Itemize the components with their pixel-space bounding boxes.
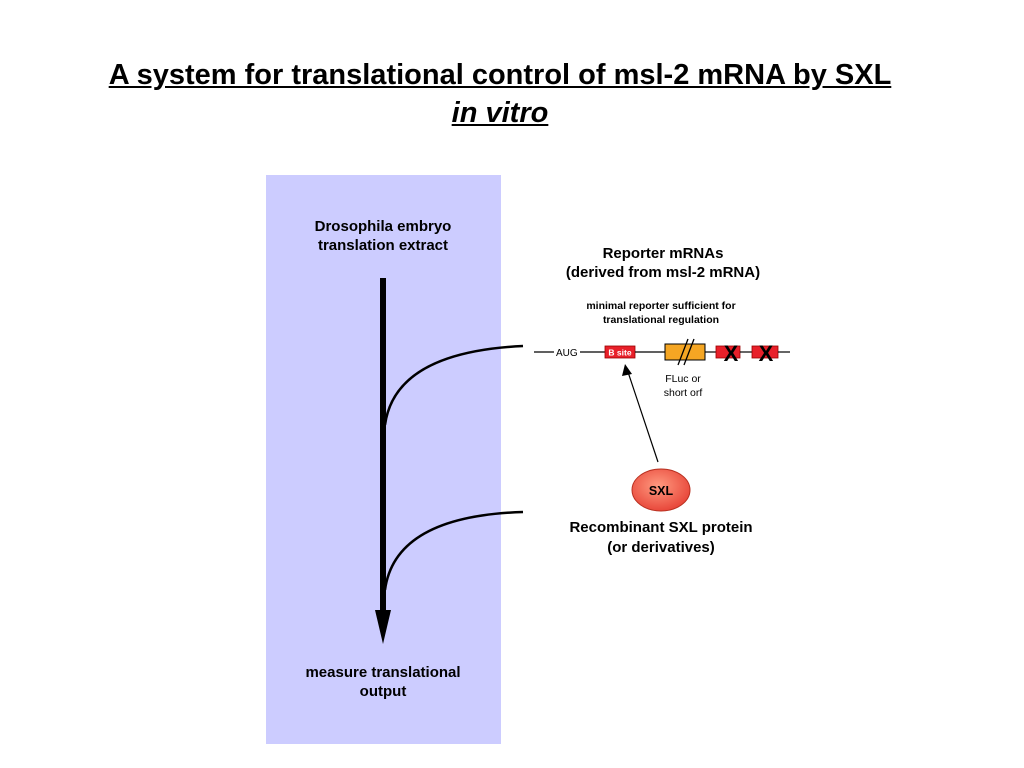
title-line-2: in vitro bbox=[451, 97, 549, 129]
fluc-label-line-1: FLuc or bbox=[665, 373, 701, 385]
sxl-protein-line-1: Recombinant SXL protein bbox=[569, 519, 752, 536]
reporter-heading-line-2: (derived from msl-2 mRNA) bbox=[566, 264, 760, 281]
extract-label-line-2: translation extract bbox=[318, 237, 448, 254]
orf-break-mark-1 bbox=[677, 338, 689, 366]
extract-label-line-1: Drosophila embryo bbox=[315, 218, 452, 235]
minimal-reporter-line-1: minimal reporter sufficient for bbox=[586, 300, 735, 312]
minimal-reporter-line-2: translational regulation bbox=[603, 314, 719, 326]
sxl-binding-arrowhead bbox=[622, 364, 632, 376]
aug-label: AUG bbox=[556, 348, 578, 359]
output-label-line-2: output bbox=[360, 683, 407, 700]
slide-title: A system for translational control of ms… bbox=[0, 56, 1000, 132]
reporter-heading-line-1: Reporter mRNAs bbox=[603, 245, 724, 262]
sxl-binding-arrow bbox=[627, 371, 659, 463]
reporter-join-curve bbox=[383, 344, 524, 426]
sxl-protein-ellipse bbox=[631, 468, 691, 512]
sxl-label: SXL bbox=[649, 484, 674, 498]
deletion-x-mark-2: X bbox=[759, 341, 774, 366]
b-site-label: B site bbox=[608, 348, 631, 358]
deletion-x-mark-1: X bbox=[724, 341, 739, 366]
fluc-label-line-2: short orf bbox=[664, 387, 703, 399]
reporter-mrna-construct: AUG B site X X bbox=[534, 338, 790, 366]
output-label-line-1: measure translational bbox=[305, 664, 460, 681]
sxl-protein-line-2: (or derivatives) bbox=[607, 539, 715, 556]
orf-break-mark-2 bbox=[683, 338, 695, 366]
main-flow-arrowhead bbox=[375, 610, 391, 644]
title-line-1: A system for translational control of ms… bbox=[108, 59, 892, 91]
sxl-join-curve bbox=[383, 510, 524, 591]
